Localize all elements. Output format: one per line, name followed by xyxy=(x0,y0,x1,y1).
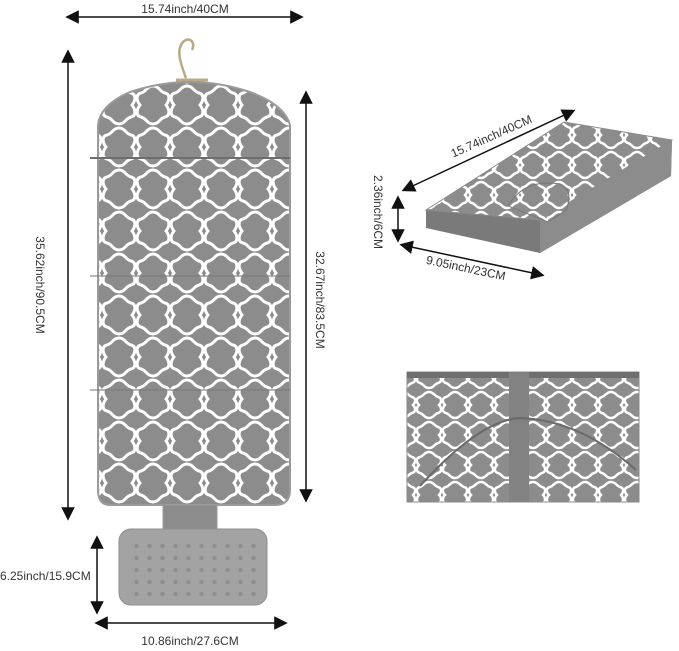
label-pad-width: 10.86inch/27.6CM xyxy=(141,634,238,648)
fastening-strap xyxy=(509,372,529,502)
folded-board-side xyxy=(540,140,672,253)
silicone-pad-dots xyxy=(127,537,259,597)
label-folded-thickness: 2.36inch/6CM xyxy=(371,175,385,249)
label-board-height: 32.67inch/83.5CM xyxy=(313,251,327,348)
strapped-folded-board xyxy=(406,371,640,503)
label-folded-width: 9.05inch/23CM xyxy=(425,253,507,283)
hanging-ironing-board xyxy=(90,38,291,606)
arrow-folded-length xyxy=(401,109,576,192)
board-body xyxy=(97,81,291,506)
arrow-folded-width xyxy=(399,240,545,280)
label-total-height: 35.62inch/90.5CM xyxy=(33,236,47,333)
label-top-width: 15.74inch/40CM xyxy=(141,2,228,16)
hanger-hook-icon xyxy=(178,38,195,79)
hanger-outline xyxy=(419,416,637,487)
label-pad-height: 6.25inch/15.9CM xyxy=(0,569,91,583)
dimension-arrows xyxy=(61,10,576,630)
